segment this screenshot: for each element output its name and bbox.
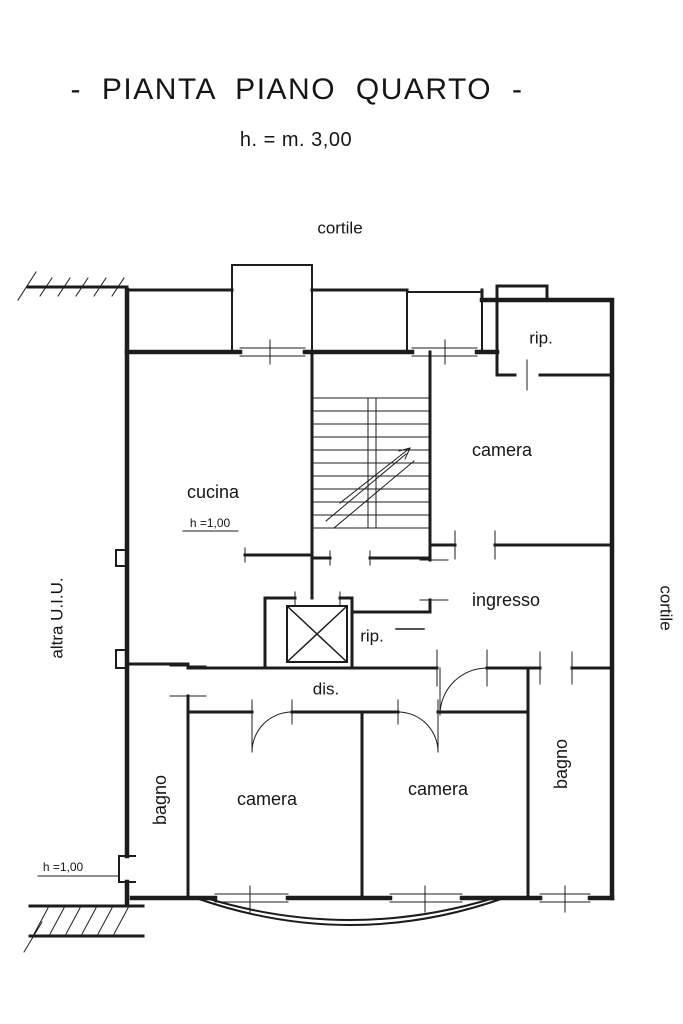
- balcony-box-left: [231, 264, 313, 353]
- room-label-dis: dis.: [312, 679, 340, 699]
- door-arc-camera-right: [397, 711, 439, 753]
- stair-treads: [311, 397, 431, 529]
- stair-break-lines: [325, 453, 415, 529]
- elevator-x: [285, 604, 349, 664]
- bay-window-curve: [194, 896, 506, 926]
- small-window-left: [118, 855, 136, 883]
- room-label-camera-top-right: camera: [471, 440, 533, 460]
- height-note-cucina: h =1,00: [189, 516, 231, 530]
- fixtures: [115, 264, 506, 926]
- stair-direction-arrow: [339, 447, 411, 504]
- room-label-rip-center: rip.: [360, 626, 384, 646]
- hatch-bottom-left: [23, 907, 129, 953]
- area-label-cortile-top: cortile: [317, 218, 363, 238]
- room-label-camera-bottom-left: camera: [236, 789, 298, 809]
- room-label-bagno-left: bagno: [150, 774, 170, 826]
- stair-stringer: [367, 397, 377, 529]
- note-leader-lines: [37, 530, 239, 877]
- room-label-bagno-right: bagno: [551, 738, 571, 790]
- hatch-top-left: [17, 271, 125, 301]
- opening-ticks: [244, 339, 573, 913]
- door-arc-camera-left: [251, 711, 293, 753]
- plan-subtitle: h. = m. 3,00: [239, 129, 353, 151]
- window-lines: [214, 347, 591, 903]
- area-label-cortile-right: cortile: [656, 585, 676, 631]
- height-note-left: h =1,00: [42, 860, 84, 874]
- area-label-altra-uiu: altra U.I.U.: [47, 577, 67, 659]
- wall-pilasters: [115, 549, 128, 669]
- interior-walls: [26, 284, 614, 938]
- room-label-rip-top-right: rip.: [529, 328, 553, 348]
- outer-walls: [124, 287, 615, 908]
- opening-ticks-horizontal: [169, 559, 449, 697]
- room-label-cucina: cucina: [186, 482, 240, 502]
- balcony-box-right: [406, 291, 483, 353]
- thin-details: [17, 271, 591, 953]
- room-label-camera-bottom-center: camera: [407, 779, 469, 799]
- door-arc-ingresso: [439, 667, 488, 716]
- room-label-ingresso: ingresso: [471, 590, 541, 610]
- plan-title: - PIANTA PIANO QUARTO -: [70, 73, 524, 106]
